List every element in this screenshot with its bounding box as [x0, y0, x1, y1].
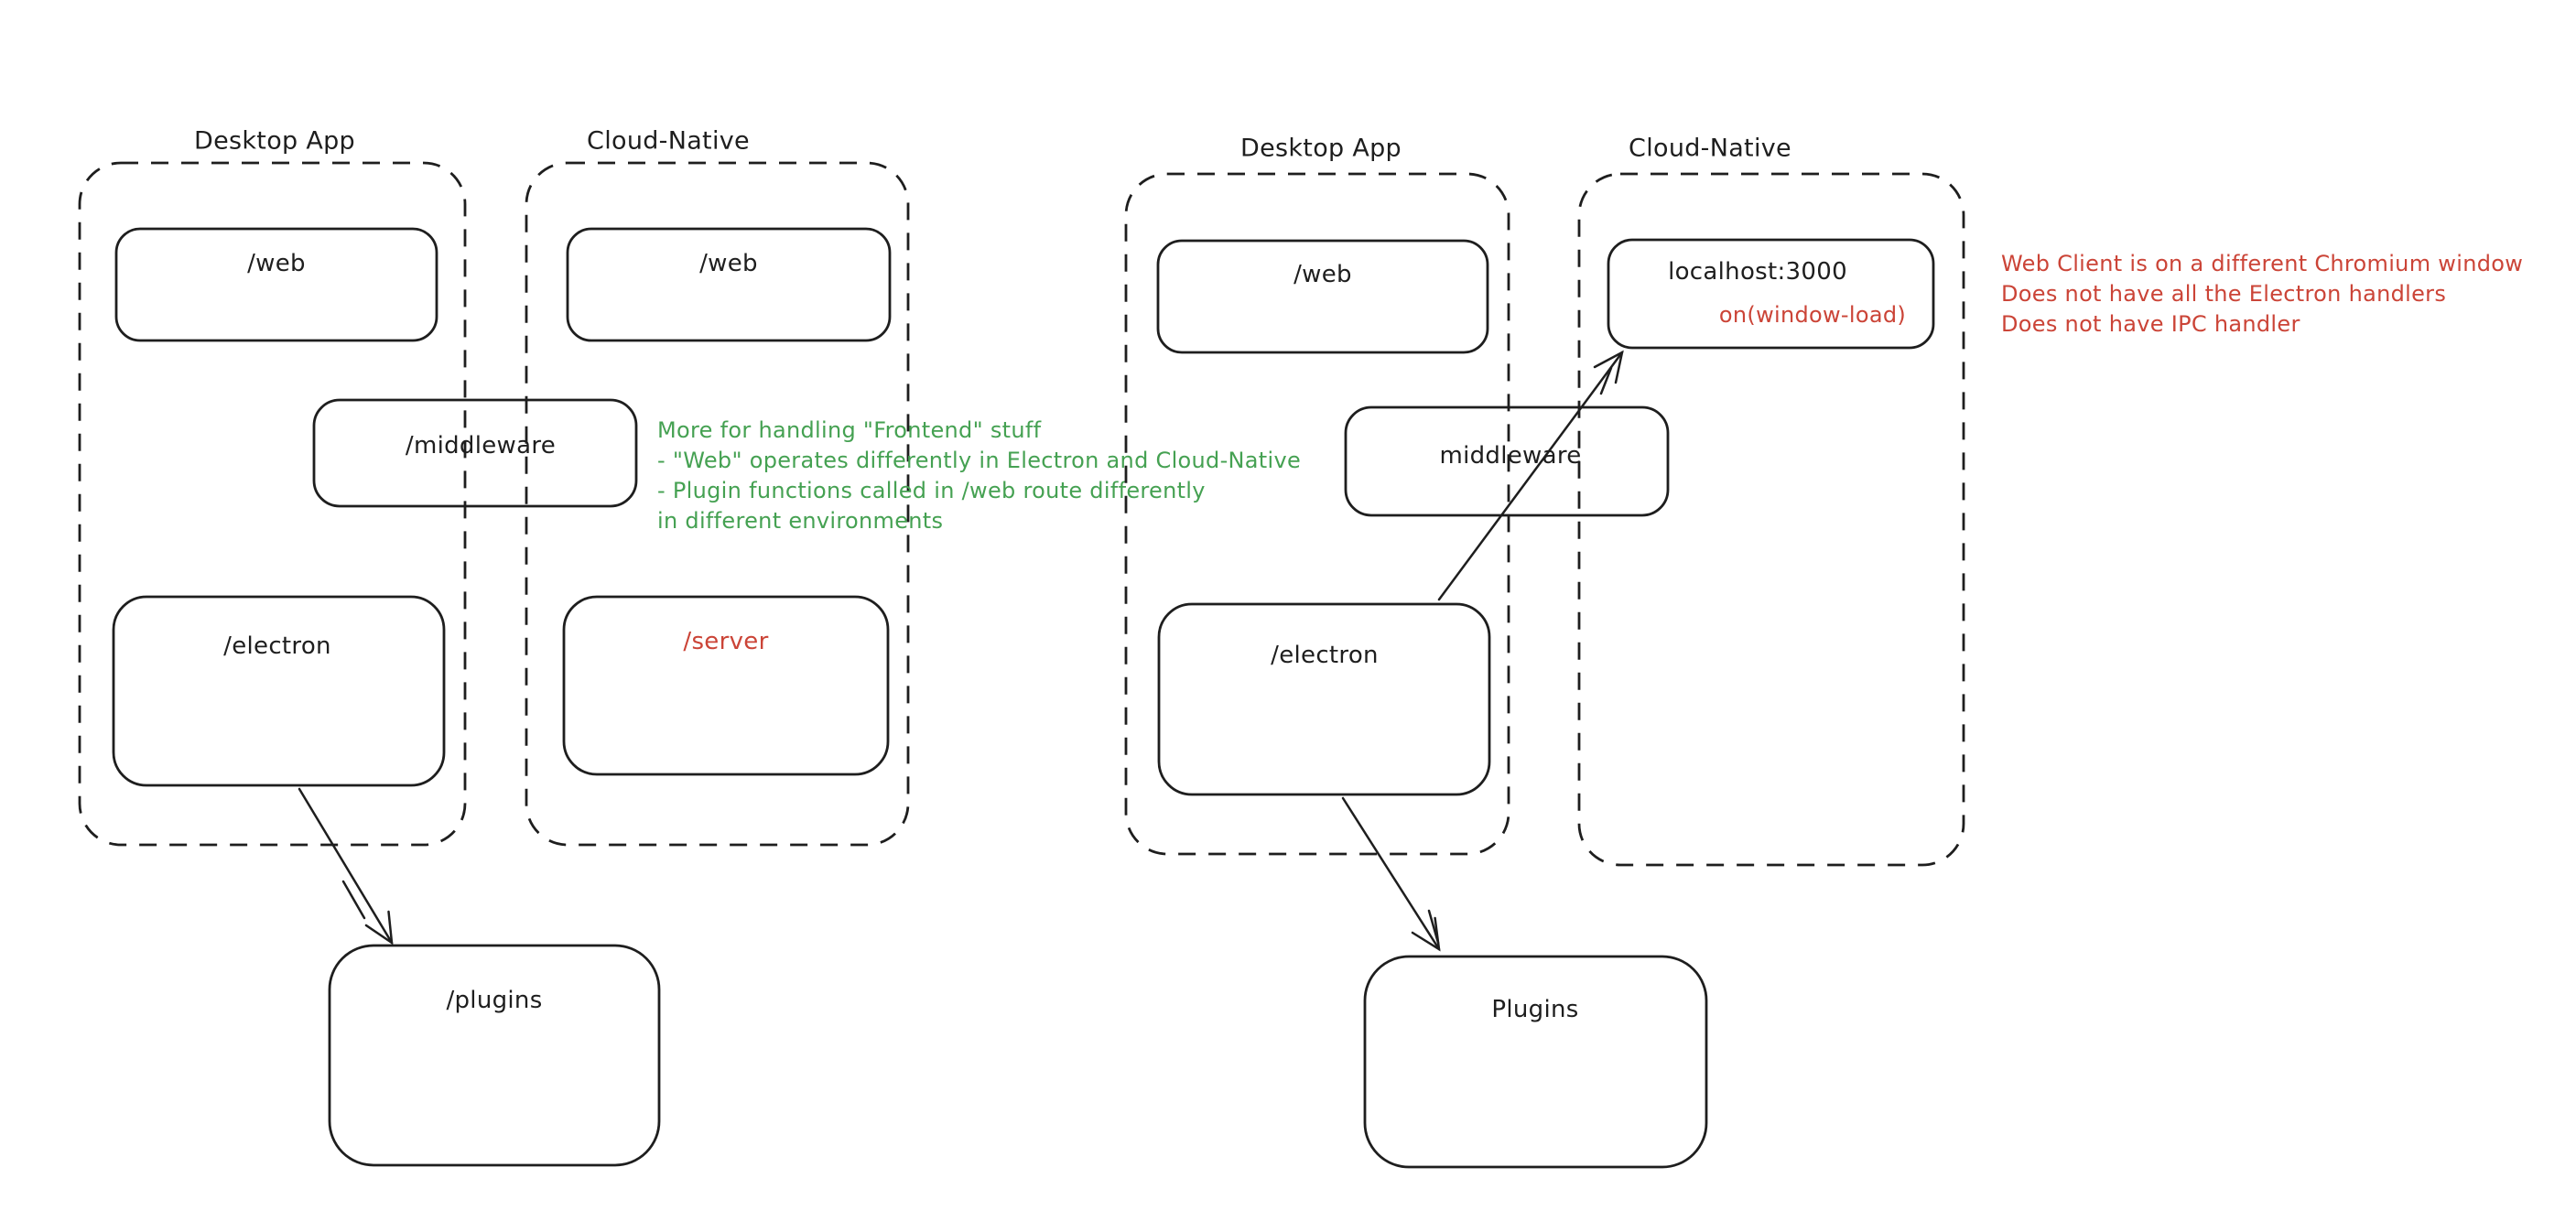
left-arrowhead — [364, 910, 394, 946]
right-up-arrowhead — [1593, 350, 1624, 384]
right-middleware-label: middleware — [1439, 442, 1581, 470]
left-cloud-web-label: /web — [699, 250, 758, 277]
right-electron-label: /electron — [1271, 642, 1379, 669]
left-electron-label: /electron — [223, 632, 331, 660]
green-note-line-2: - "Web" operates differently in Electron… — [657, 448, 1301, 473]
green-note-line-3: - Plugin functions called in /web route … — [657, 478, 1206, 503]
red-note-line-3: Does not have IPC handler — [2001, 311, 2300, 337]
right-up-arrow-sketch-stroke — [1599, 366, 1613, 395]
left-plugins-box — [328, 944, 661, 1167]
right-desktop-group-label: Desktop App — [1240, 135, 1402, 163]
red-note-line-1: Web Client is on a different Chromium wi… — [2001, 251, 2523, 276]
left-middleware-box — [312, 398, 638, 508]
right-cloud-native-group-label: Cloud-Native — [1629, 135, 1791, 163]
right-electron-to-localhost-arrow — [1437, 351, 1624, 601]
green-note-line-4: in different environments — [657, 508, 943, 534]
left-server-label: /server — [683, 628, 768, 655]
right-localhost-label: localhost:3000 — [1668, 258, 1847, 286]
left-plugins-label: /plugins — [446, 987, 542, 1014]
left-cloud-web-box — [566, 227, 892, 342]
red-note-line-2: Does not have all the Electron handlers — [2001, 281, 2446, 307]
right-desktop-web-label: /web — [1293, 261, 1352, 288]
left-desktop-app-container — [78, 161, 467, 847]
green-note-line-1: More for handling "Frontend" stuff — [657, 417, 1042, 443]
left-desktop-group-label: Desktop App — [194, 127, 355, 156]
left-desktop-web-label: /web — [247, 250, 306, 277]
red-note: Web Client is on a different Chromium wi… — [2001, 251, 2523, 337]
right-cloud-native-container — [1577, 172, 1965, 867]
left-cloud-native-container — [525, 161, 910, 847]
right-diagram: Desktop App Cloud-Native /web localhost:… — [1124, 135, 1965, 1169]
right-middleware-box — [1344, 405, 1670, 517]
right-plugins-box — [1363, 955, 1708, 1169]
right-localhost-box — [1607, 238, 1935, 350]
green-note: More for handling "Frontend" stuff - "We… — [657, 417, 1301, 534]
left-middleware-label: /middleware — [406, 432, 556, 459]
left-cloud-native-group-label: Cloud-Native — [587, 127, 750, 156]
left-electron-to-plugins-arrow — [298, 787, 394, 945]
right-down-arrowhead — [1411, 916, 1441, 952]
left-server-box — [562, 595, 890, 776]
right-localhost-event-label: on(window-load) — [1719, 302, 1906, 328]
left-arrow-sketch-stroke — [341, 880, 366, 920]
right-down-arrow-sketch-stroke — [1427, 909, 1440, 945]
right-desktop-web-box — [1156, 239, 1489, 354]
right-electron-to-plugins-arrow — [1341, 796, 1441, 951]
left-electron-box — [112, 595, 446, 787]
right-plugins-label: Plugins — [1491, 996, 1578, 1023]
left-diagram: Desktop App Cloud-Native /web /web /midd… — [78, 127, 910, 1167]
right-electron-box — [1157, 602, 1491, 796]
left-desktop-web-box — [114, 227, 438, 342]
